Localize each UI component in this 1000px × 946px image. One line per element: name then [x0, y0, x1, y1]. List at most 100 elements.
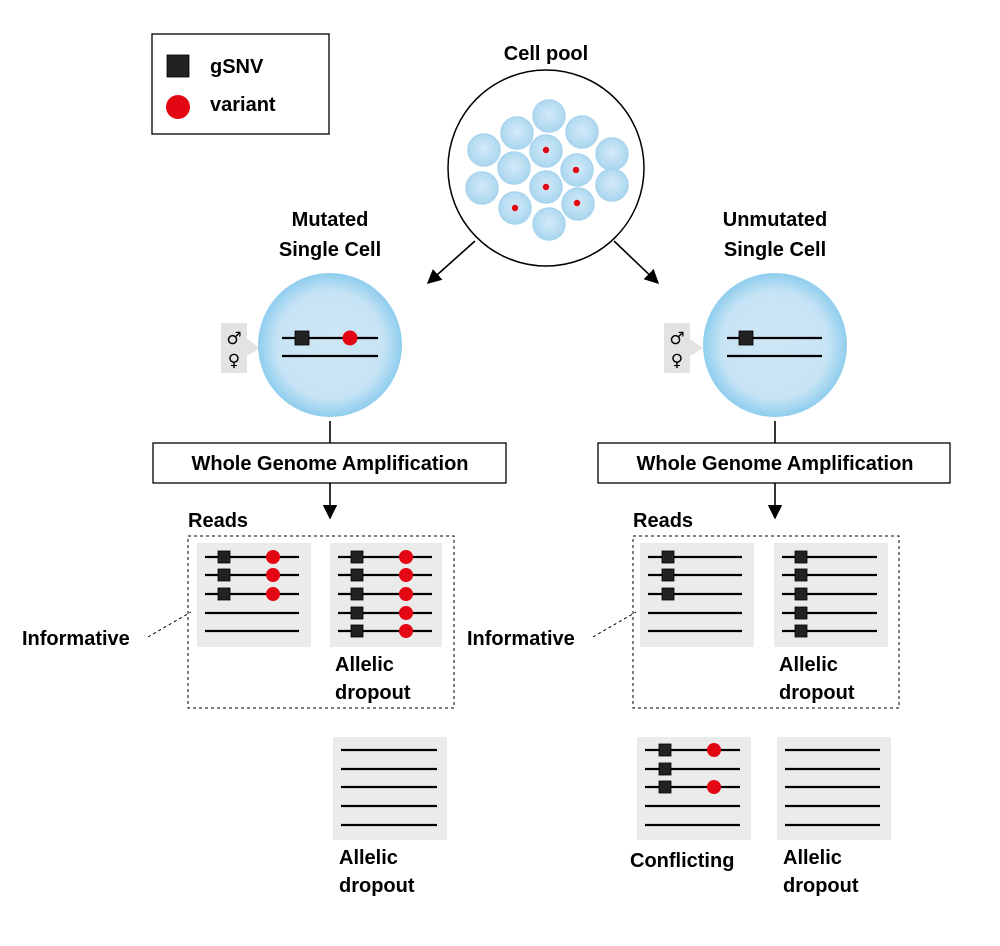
- sex-tab-pointer: [690, 339, 703, 356]
- sex-tab: [664, 323, 690, 373]
- cell-pool-circle: [447, 69, 645, 267]
- dropout-outer-label1-right: Allelic: [783, 847, 842, 869]
- wga-label-right: Whole Genome Amplification: [636, 453, 913, 475]
- legend-box: [151, 33, 330, 135]
- dropout-inner-label1-left: Allelic: [335, 654, 394, 676]
- wga-box-right: [597, 442, 951, 484]
- gsnv-marker: [794, 587, 808, 601]
- dropout-inner-panel-right: [774, 543, 888, 647]
- read-panel: [777, 737, 891, 840]
- dropout-inner-label1-right: Allelic: [779, 654, 838, 676]
- cell-pool: Cell pool: [426, 43, 660, 284]
- gsnv-marker: [738, 330, 754, 346]
- wga-label-left: Whole Genome Amplification: [191, 453, 468, 475]
- pool-variant-dot: [573, 199, 581, 207]
- variant-marker: [266, 550, 280, 564]
- gsnv-marker: [794, 550, 808, 564]
- female-symbol-icon: ♀: [228, 351, 240, 371]
- informative-leader-right: [592, 611, 637, 638]
- reads-label-left: Reads: [188, 510, 248, 532]
- male-symbol-icon: ♂: [669, 329, 684, 349]
- variant-marker: [399, 568, 413, 582]
- informative-label-right: Informative: [467, 628, 575, 650]
- gsnv-marker: [350, 624, 364, 638]
- dropout-inner-label2-right: dropout: [779, 682, 855, 704]
- gsnv-marker: [217, 550, 231, 564]
- mutated-title-line2: Single Cell: [279, 239, 381, 261]
- gsnv-marker: [294, 330, 310, 346]
- mutated-title-line1: Mutated: [292, 209, 369, 231]
- dropout-inner-panel-left: [330, 543, 442, 647]
- gsnv-marker: [350, 606, 364, 620]
- conflicting-panel: [637, 737, 751, 840]
- legend: gSNV variant: [151, 33, 330, 135]
- pool-cell: [497, 151, 531, 185]
- pool-cell: [565, 115, 599, 149]
- dropout-outer-panel-left: [333, 737, 447, 840]
- legend-gsnv-label: gSNV: [210, 56, 264, 78]
- pool-cell: [500, 116, 534, 150]
- gsnv-marker: [217, 568, 231, 582]
- pool-cell: [532, 99, 566, 133]
- variant-marker: [399, 550, 413, 564]
- sex-tab-pointer: [247, 339, 260, 356]
- variant-marker: [399, 587, 413, 601]
- pool-cell: [465, 171, 499, 205]
- mutated-cell-group: Mutated Single Cell ♂ ♀ Whole Genome Amp…: [22, 209, 507, 897]
- variant-marker: [399, 624, 413, 638]
- unmutated-cell-group: Unmutated Single Cell ♂ ♀ Whole Genome A…: [467, 209, 951, 897]
- gsnv-marker: [794, 568, 808, 582]
- wga-box-left: [152, 442, 507, 484]
- pool-cell: [532, 207, 566, 241]
- unmutated-title-line1: Unmutated: [723, 209, 827, 231]
- male-symbol-icon: ♂: [226, 329, 241, 349]
- cell-pool-title: Cell pool: [504, 43, 588, 65]
- gsnv-marker: [661, 568, 675, 582]
- dropout-outer-panel-right: [777, 737, 891, 840]
- read-panel: [637, 737, 751, 840]
- gsnv-marker: [794, 606, 808, 620]
- gsnv-square-icon: [166, 54, 190, 78]
- female-symbol-icon: ♀: [671, 351, 683, 371]
- pool-variant-dot: [542, 146, 550, 154]
- variant-marker: [707, 780, 721, 794]
- pool-variant-dots: [511, 146, 581, 212]
- unmutated-title-line2: Single Cell: [724, 239, 826, 261]
- gsnv-marker: [661, 550, 675, 564]
- gsnv-marker: [658, 762, 672, 776]
- gsnv-marker: [794, 624, 808, 638]
- variant-marker: [707, 743, 721, 757]
- arrow-to-unmutated: [613, 240, 660, 284]
- pool-cell: [595, 168, 629, 202]
- pool-cell: [595, 137, 629, 171]
- unmutated-cell-nucleus: [723, 296, 827, 400]
- dropout-inner-label2-left: dropout: [335, 682, 411, 704]
- informative-label-left: Informative: [22, 628, 130, 650]
- arrow-to-mutated: [426, 240, 476, 284]
- reads-dashed-box-left: [187, 535, 455, 709]
- pool-variant-dot: [542, 183, 550, 191]
- gsnv-marker: [658, 743, 672, 757]
- pool-cell: [467, 133, 501, 167]
- informative-panel-left: [197, 543, 311, 647]
- gsnv-marker: [658, 780, 672, 794]
- dropout-outer-label2-right: dropout: [783, 875, 859, 897]
- variant-marker: [342, 330, 358, 346]
- reads-dashed-box-right: [632, 535, 900, 709]
- variant-dot-icon: [166, 95, 190, 119]
- pool-variant-dot: [572, 166, 580, 174]
- conflicting-label: Conflicting: [630, 850, 734, 872]
- dropout-outer-label1-left: Allelic: [339, 847, 398, 869]
- gsnv-marker: [350, 568, 364, 582]
- gsnv-marker: [350, 550, 364, 564]
- reads-label-right: Reads: [633, 510, 693, 532]
- sex-tab: [221, 323, 247, 373]
- variant-marker: [399, 606, 413, 620]
- gsnv-marker: [217, 587, 231, 601]
- mutated-cell-nucleus: [278, 296, 382, 400]
- variant-marker: [266, 587, 280, 601]
- read-panel: [333, 737, 447, 840]
- variant-marker: [266, 568, 280, 582]
- gsnv-marker: [350, 587, 364, 601]
